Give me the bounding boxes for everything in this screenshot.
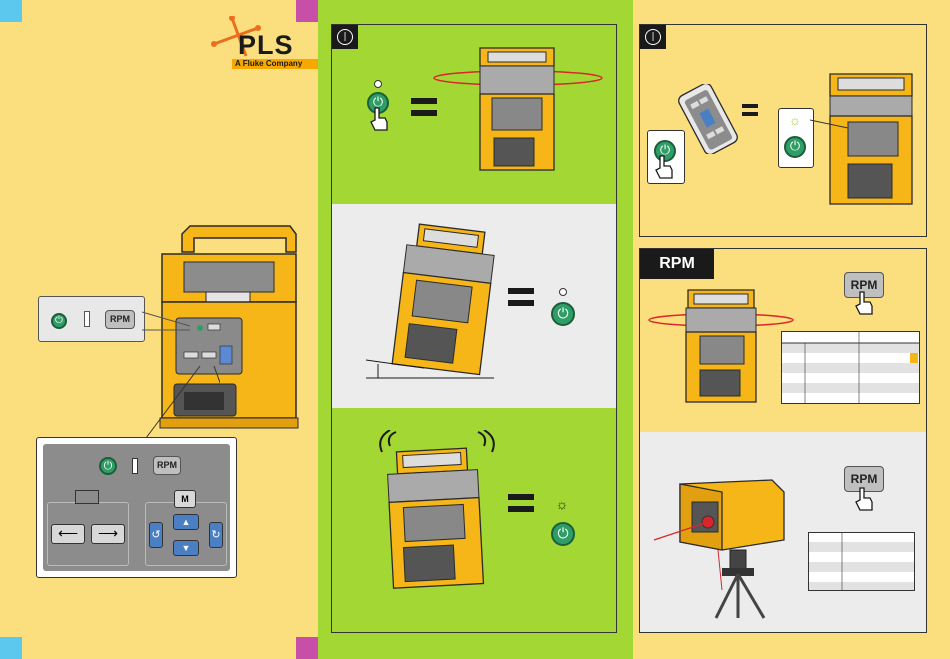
rotate-right-button[interactable]: ↻ <box>209 522 223 548</box>
rotate-left-button[interactable]: ↺ <box>149 522 163 548</box>
scan-icon <box>75 490 99 504</box>
tilt-angle-icon <box>364 356 498 382</box>
equals-icon <box>508 494 534 512</box>
sun-led-icon: ☼ <box>554 496 570 512</box>
shaking-laser-device <box>372 446 496 592</box>
rpm-button[interactable]: RPM <box>105 310 135 329</box>
tripod-laser-device <box>652 470 792 620</box>
rpm-table <box>781 331 921 405</box>
rpm-table <box>808 532 916 592</box>
pointing-hand-icon <box>854 290 876 316</box>
logo-tagline: A Fluke Company <box>232 59 323 69</box>
corner-tab-magenta <box>296 637 318 659</box>
power-button[interactable]: ⏻ <box>551 522 575 546</box>
power-button[interactable]: ⏻ <box>51 313 67 329</box>
laser-device-rotating <box>430 44 606 174</box>
callout-pointer <box>140 300 200 340</box>
led-indicator-off <box>559 288 567 296</box>
up-arrow-button[interactable]: ▲ <box>173 514 199 530</box>
power-icon: | <box>640 25 666 49</box>
right-arrow-button[interactable]: ⟶ <box>91 524 125 544</box>
down-arrow-button[interactable]: ▼ <box>173 540 199 556</box>
pls-logo: PLS A Fluke Company <box>210 16 322 68</box>
corner-tab-cyan <box>0 637 22 659</box>
laser-device-rotating <box>646 286 796 406</box>
power-button[interactable]: ⏻ <box>784 136 806 158</box>
callout-pointer <box>140 360 220 440</box>
left-arrow-button[interactable]: ⟵ <box>51 524 85 544</box>
corner-tab-cyan <box>0 0 22 22</box>
sun-led-icon: ☼ <box>787 112 803 128</box>
logo-text: PLS <box>238 30 294 61</box>
laser-device-front <box>810 70 920 210</box>
power-button[interactable]: ⏻ <box>99 457 117 475</box>
led-indicator-off <box>374 80 382 88</box>
pointing-hand-icon <box>369 106 391 132</box>
mode-button[interactable]: M <box>174 490 196 508</box>
pointing-hand-icon <box>854 486 876 512</box>
rpm-button[interactable]: RPM <box>153 456 181 475</box>
level-led-icon <box>132 458 138 474</box>
rpm-badge: RPM <box>640 249 714 279</box>
equals-icon <box>742 104 758 117</box>
equals-icon <box>508 288 534 306</box>
control-callout-top: ⏻ RPM <box>38 296 145 342</box>
power-button[interactable]: ⏻ <box>551 302 575 326</box>
power-icon: | <box>332 25 358 49</box>
pointing-hand-icon <box>654 154 676 180</box>
level-led-icon <box>84 311 90 327</box>
control-callout-bottom: ⏻ RPM ⟵ ⟶ M ↺ ▲ ▼ ↻ <box>36 437 237 578</box>
